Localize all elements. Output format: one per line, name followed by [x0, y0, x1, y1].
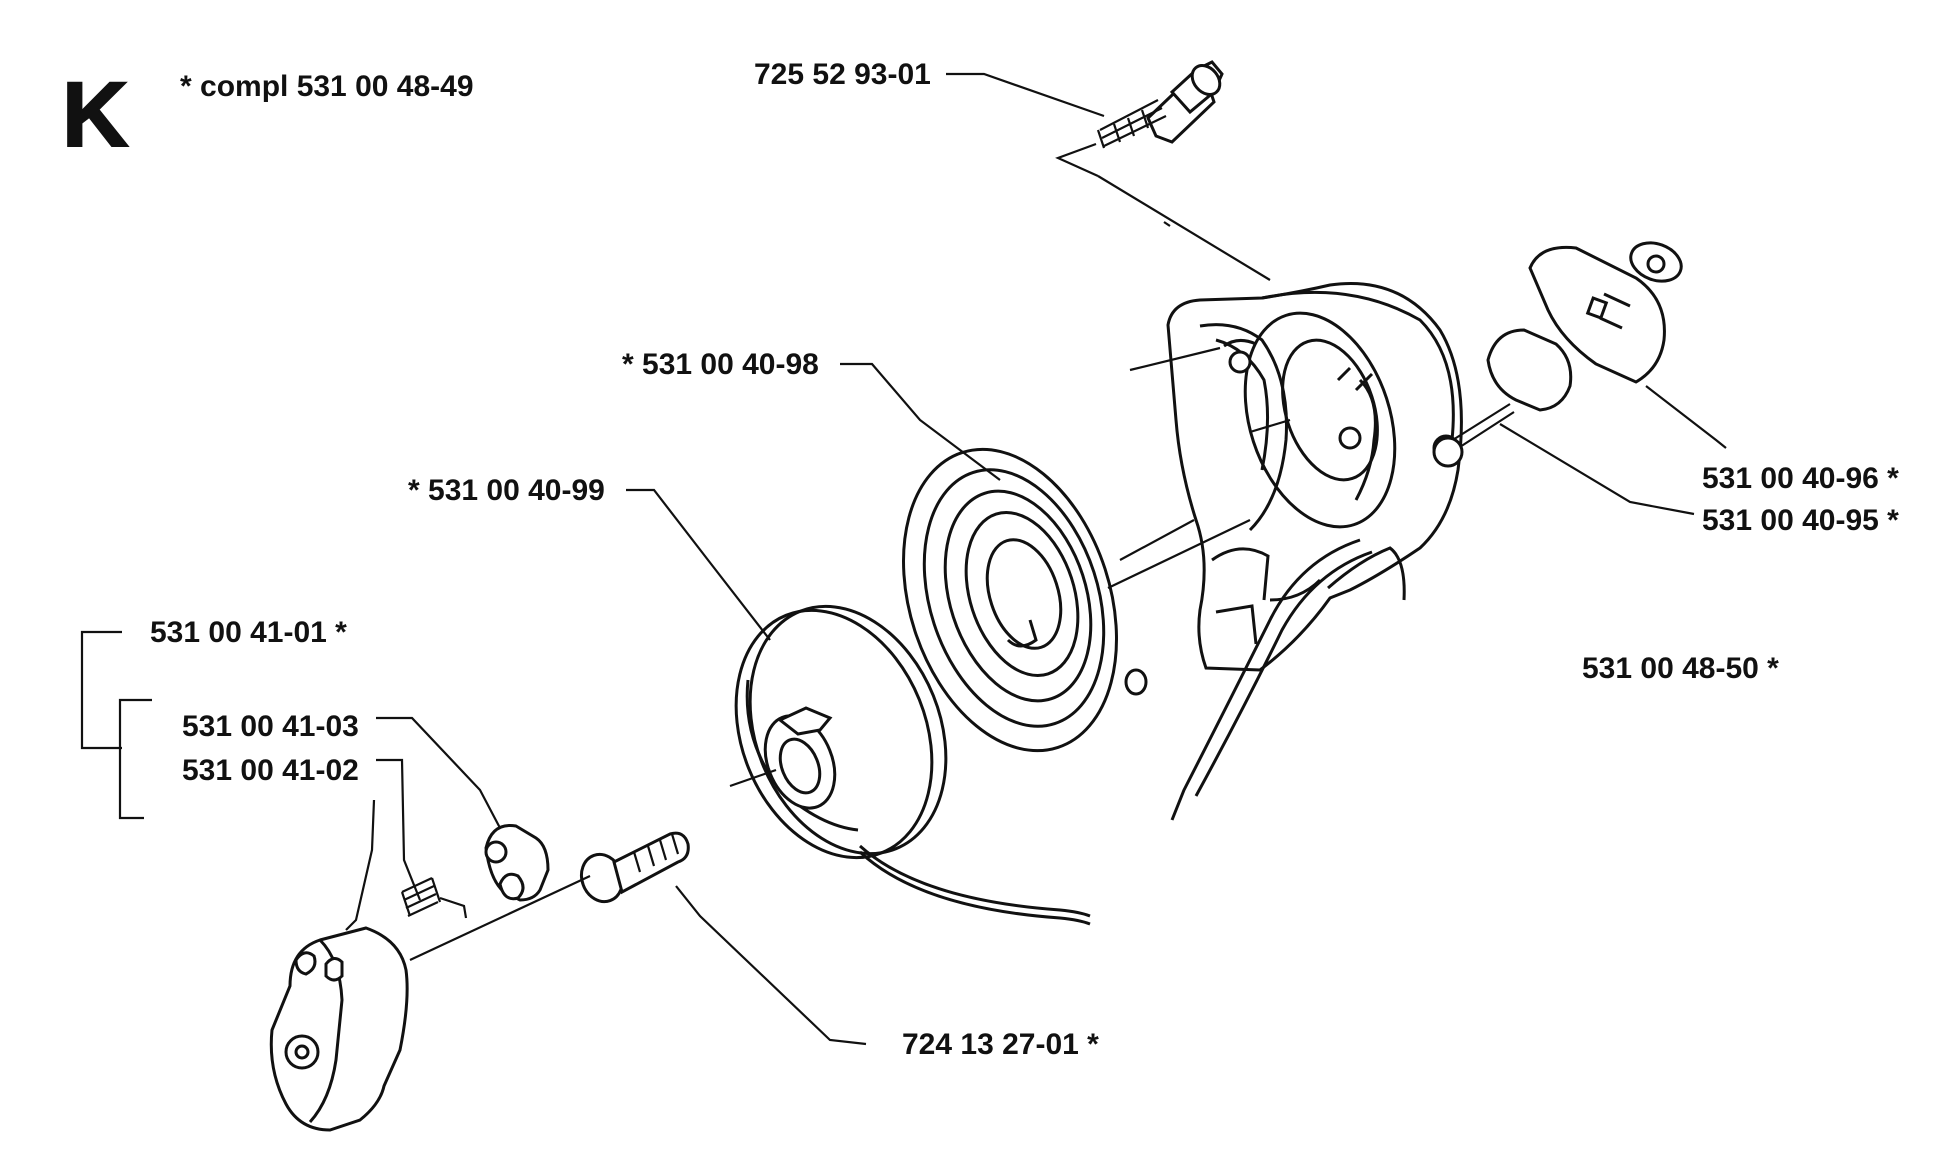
housing-bolt-icon [1096, 60, 1224, 149]
center-screw-icon [579, 831, 690, 904]
pawl-icon [484, 823, 550, 902]
section-letter: K [62, 64, 128, 166]
label-pawl: 531 00 41-03 [182, 710, 359, 743]
rope-pulley-icon [734, 604, 948, 860]
pawl-spring-icon [400, 877, 468, 919]
label-recoil-spring: * 531 00 40-98 [622, 348, 819, 381]
starter-cup-icon [269, 926, 409, 1132]
label-handle-insert: 531 00 40-95 * [1702, 504, 1899, 537]
starter-handle-icon [1486, 241, 1683, 412]
label-starter-handle: 531 00 40-96 * [1702, 462, 1899, 495]
label-housing-bolt: 725 52 93-01 [754, 58, 931, 91]
label-pawl-assembly: 531 00 41-01 * [150, 616, 347, 649]
label-starter-housing: 531 00 48-50 * [1582, 652, 1779, 685]
label-center-screw: 724 13 27-01 * [902, 1028, 1099, 1061]
starter-housing-icon [1166, 281, 1463, 672]
label-rope-pulley: * 531 00 40-99 [408, 474, 605, 507]
complete-assembly-note: * compl 531 00 48-49 [180, 70, 474, 103]
recoil-spring-icon [902, 447, 1148, 753]
label-pawl-spring: 531 00 41-02 [182, 754, 359, 787]
handle-insert-icon [1432, 403, 1515, 468]
